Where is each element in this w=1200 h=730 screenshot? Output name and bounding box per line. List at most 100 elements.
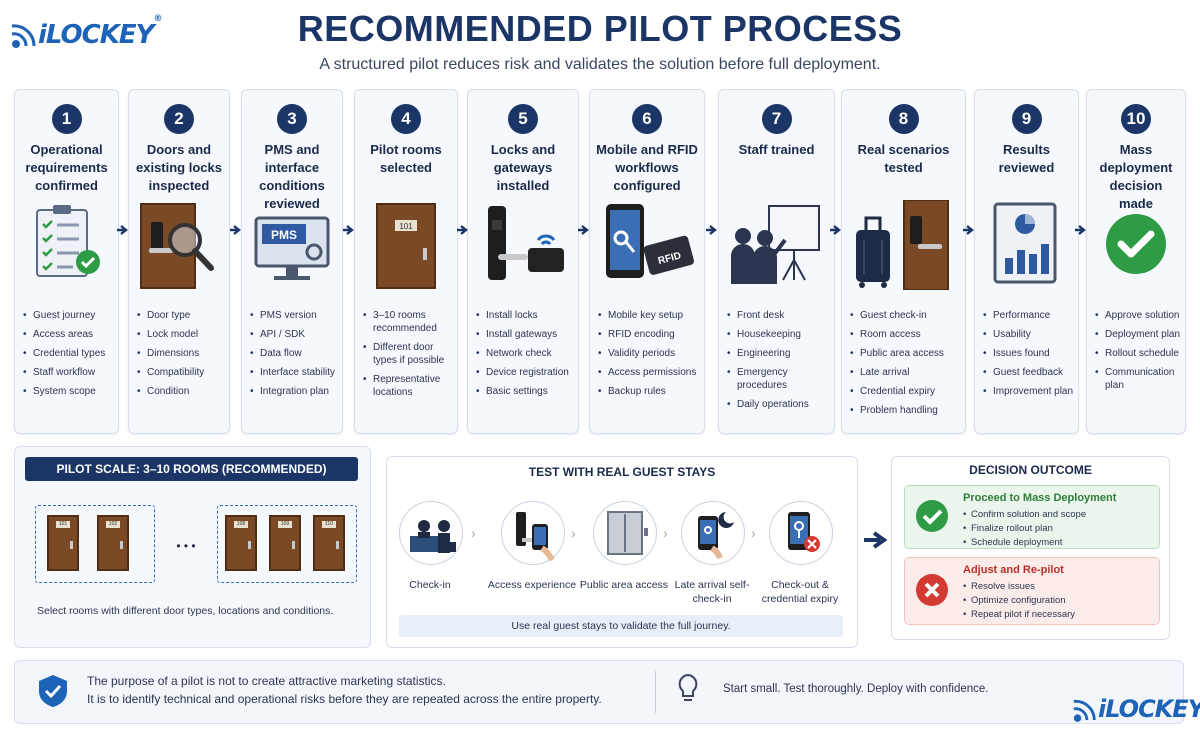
step-number: 8 [888, 104, 919, 134]
guest-test-caption: Use real guest stays to validate the ful… [511, 620, 731, 632]
bullet-item: Network check [476, 347, 574, 360]
step-card-6: 6 Mobile and RFID workflows configured R… [589, 89, 705, 434]
step-title: Pilot rooms selected [370, 142, 442, 175]
stage-label: Check-in [409, 579, 451, 591]
bullet-item: Backup rules [598, 385, 700, 398]
pilot-scale-title: PILOT SCALE: 3–10 ROOMS (RECOMMENDED) [56, 462, 327, 476]
step-number: 6 [632, 104, 662, 134]
page-title: RECOMMENDED PILOT PROCESS [297, 8, 903, 49]
stage-arrow-icon: › [751, 525, 756, 541]
bullet-item: Daily operations [727, 398, 830, 411]
arrow-right-icon [963, 225, 974, 235]
phone-unlock-icon [501, 501, 565, 565]
bullet-item: Mobile key setup [598, 309, 700, 322]
bullet-item: Lock model [137, 328, 225, 341]
brand-logo: iLOCKEY ® [10, 10, 162, 50]
bullet-item: Credential expiry [850, 385, 961, 398]
room-door: 101 [47, 515, 79, 571]
room-number: 110 [322, 521, 336, 528]
step-card-7: 7 Staff trained Front desk Housekeeping … [718, 89, 835, 434]
step-bullets: Install locks Install gateways Network c… [476, 309, 574, 404]
footer-tagline: Start small. Test thoroughly. Deploy wit… [723, 683, 989, 695]
wifi-signal-icon [1073, 700, 1096, 722]
red-x-icon [916, 574, 948, 606]
bullet-item: Dimensions [137, 347, 225, 360]
decision-title: DECISION OUTCOME [969, 463, 1092, 477]
step-title: Staff trained [738, 142, 815, 157]
list-item: Confirm solution and scope [963, 508, 1086, 522]
bullet-item: 3–10 rooms recommended [363, 309, 453, 335]
list-item: Repeat pilot if necessary [963, 608, 1075, 622]
step-card-3: 3 PMS and interface conditions reviewed … [241, 89, 343, 434]
bullet-item: Emergency procedures [727, 366, 830, 392]
proceed-option: Proceed to Mass Deployment Confirm solut… [904, 485, 1160, 550]
stage-label: Public area access [579, 579, 669, 591]
bullet-item: Guest check-in [850, 309, 961, 322]
bullet-item: Compatibility [137, 366, 225, 379]
guest-test-title: TEST WITH REAL GUEST STAYS [528, 465, 716, 479]
proceed-title: Proceed to Mass Deployment [963, 492, 1117, 504]
room-number: 109 [278, 521, 292, 528]
step-title: PMS and interface conditions reviewed [259, 142, 325, 211]
arrow-right-icon [457, 225, 468, 235]
footer-banner: The purpose of a pilot is not to create … [14, 660, 1184, 724]
bullet-item: Approve solution [1095, 309, 1181, 322]
bullet-item: Integration plan [250, 385, 338, 398]
bullet-item: Data flow [250, 347, 338, 360]
bullet-item: Deployment plan [1095, 328, 1181, 341]
bullet-item: Install gateways [476, 328, 574, 341]
bullet-item: Housekeeping [727, 328, 830, 341]
list-item: Finalize rollout plan [963, 522, 1086, 536]
step-bullets: Mobile key setup RFID encoding Validity … [598, 309, 700, 404]
bullet-item: Different door types if possible [363, 341, 453, 367]
bullet-item: Engineering [727, 347, 830, 360]
stage-arrow-icon: › [663, 525, 668, 541]
list-item: Schedule deployment [963, 536, 1086, 550]
arrow-right-icon [578, 225, 589, 235]
step-number: 10 [1121, 104, 1151, 134]
bullet-item: Device registration [476, 366, 574, 379]
stage-arrow-icon: › [571, 525, 576, 541]
step-title: Mass deployment decision made [1099, 142, 1173, 211]
arrow-right-icon [706, 225, 717, 235]
stage-label: Late arrival self-check-in [674, 579, 750, 605]
guest-test-caption-bar: Use real guest stays to validate the ful… [399, 615, 843, 637]
step-bullets: PMS version API / SDK Data flow Interfac… [250, 309, 338, 404]
room-door: 110 [313, 515, 345, 571]
registered-mark: ® [153, 14, 163, 24]
lock-gateway-icon [468, 200, 578, 290]
wifi-signal-icon [11, 24, 36, 48]
step-number: 4 [391, 104, 421, 134]
arrow-right-icon [830, 225, 841, 235]
logo-text: iLOCKEY [1098, 695, 1200, 723]
room-number: 108 [234, 521, 248, 528]
step-title: Results reviewed [998, 142, 1055, 175]
luggage-door-icon [842, 199, 965, 291]
arrow-right-icon [1075, 225, 1086, 235]
checklist-icon [15, 200, 118, 290]
more-rooms-ellipsis: • • • [176, 539, 196, 553]
bullet-item: RFID encoding [598, 328, 700, 341]
step-bullets: Front desk Housekeeping Engineering Emer… [727, 309, 830, 417]
bullet-item: Guest feedback [983, 366, 1074, 379]
bullet-item: Problem handling [850, 404, 961, 417]
phone-rfid-icon: RFID [590, 200, 704, 290]
step-number: 2 [164, 104, 194, 134]
bullet-item: Access permissions [598, 366, 700, 379]
lightbulb-icon [678, 673, 698, 701]
step-card-2: 2 Doors and existing locks inspected Doo… [128, 89, 230, 434]
bullet-item: Issues found [983, 347, 1074, 360]
logo-text: iLOCKEY [38, 20, 154, 50]
step-bullets: Door type Lock model Dimensions Compatib… [137, 309, 225, 404]
decision-panel: DECISION OUTCOME Proceed to Mass Deploym… [891, 456, 1170, 640]
bullet-item: Credential types [23, 347, 114, 360]
footer-divider [655, 671, 656, 713]
step-number: 9 [1011, 104, 1042, 134]
shield-check-icon [39, 675, 67, 707]
bullet-item: Condition [137, 385, 225, 398]
arrow-right-icon [117, 225, 128, 235]
bullet-item: Validity periods [598, 347, 700, 360]
bullet-item: Performance [983, 309, 1074, 322]
step-bullets: Guest journey Access areas Credential ty… [23, 309, 114, 404]
room-door: 102 [97, 515, 129, 571]
